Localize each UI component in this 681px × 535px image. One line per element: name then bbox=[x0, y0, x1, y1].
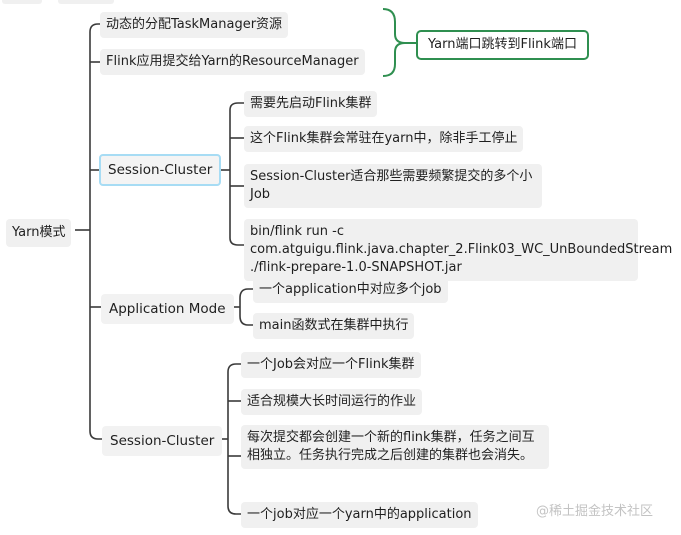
node-label: bin/flink run -c com.atguigu.flink.java.… bbox=[250, 224, 673, 275]
root-node[interactable]: Yarn模式 bbox=[6, 219, 72, 247]
top-cropped-node bbox=[58, 0, 114, 4]
node-one-job-one-cluster[interactable]: 一个Job会对应一个Flink集群 bbox=[241, 352, 421, 378]
node-dynamic-taskmanager[interactable]: 动态的分配TaskManager资源 bbox=[100, 12, 289, 38]
watermark: @稀土掘金技术社区 bbox=[536, 504, 654, 519]
node-label: 每次提交都会创建一个新的flink集群，任务之间互相独立。任务执行完成之后创建的… bbox=[247, 430, 535, 463]
branch-label: Session-Cluster bbox=[108, 162, 213, 178]
node-cluster-resident[interactable]: 这个Flink集群会常驻在yarn中，除非手工停止 bbox=[244, 126, 524, 152]
node-label: 一个application中对应多个job bbox=[259, 282, 442, 297]
node-label: 动态的分配TaskManager资源 bbox=[106, 17, 283, 32]
callout-label: Yarn端口跳转到Flink端口 bbox=[428, 37, 577, 52]
node-label: Flink应用提交给Yarn的ResourceManager bbox=[106, 54, 359, 69]
node-label: Session-Cluster适合那些需要频繁提交的多个小Job bbox=[250, 169, 533, 202]
node-start-flink-cluster[interactable]: 需要先启动Flink集群 bbox=[244, 91, 378, 117]
branch-application-mode[interactable]: Application Mode bbox=[101, 294, 234, 324]
node-new-cluster-per-submit[interactable]: 每次提交都会创建一个新的flink集群，任务之间互相独立。任务执行完成之后创建的… bbox=[241, 425, 549, 469]
summary-callout[interactable]: Yarn端口跳转到Flink端口 bbox=[416, 30, 589, 60]
root-label: Yarn模式 bbox=[12, 225, 66, 240]
node-large-long-running[interactable]: 适合规模大长时间运行的作业 bbox=[241, 389, 423, 415]
node-label: 需要先启动Flink集群 bbox=[250, 96, 372, 111]
branch-label: Session-Cluster bbox=[110, 433, 215, 449]
branch-session-cluster-1[interactable]: Session-Cluster bbox=[99, 154, 222, 186]
node-label: 一个Job会对应一个Flink集群 bbox=[247, 357, 415, 372]
node-label: main函数式在集群中执行 bbox=[259, 318, 409, 333]
top-cropped-node bbox=[2, 0, 42, 4]
node-one-app-many-jobs[interactable]: 一个application中对应多个job bbox=[253, 277, 448, 303]
node-run-command[interactable]: bin/flink run -c com.atguigu.flink.java.… bbox=[244, 219, 672, 281]
node-main-in-cluster[interactable]: main函数式在集群中执行 bbox=[253, 313, 415, 339]
branch-label: Application Mode bbox=[109, 301, 226, 317]
node-label: 一个job对应一个yarn中的application bbox=[247, 507, 472, 522]
node-submit-to-resourcemanager[interactable]: Flink应用提交给Yarn的ResourceManager bbox=[100, 49, 365, 75]
branch-session-cluster-2[interactable]: Session-Cluster bbox=[102, 426, 223, 456]
node-label: 适合规模大长时间运行的作业 bbox=[247, 394, 417, 409]
node-frequent-small-jobs[interactable]: Session-Cluster适合那些需要频繁提交的多个小Job bbox=[244, 164, 542, 208]
node-label: 这个Flink集群会常驻在yarn中，除非手工停止 bbox=[250, 131, 518, 146]
node-one-job-one-yarn-app[interactable]: 一个job对应一个yarn中的application bbox=[241, 502, 478, 528]
